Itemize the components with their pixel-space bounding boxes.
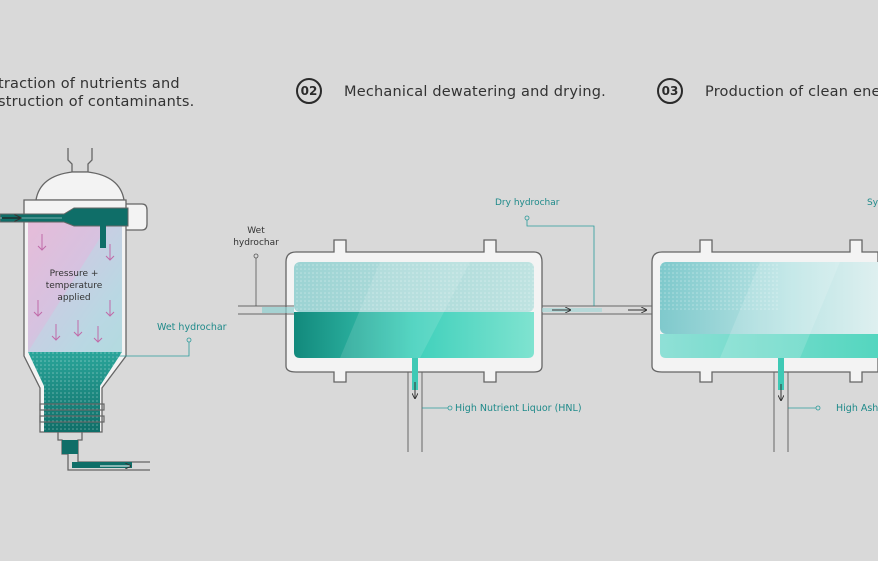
dry-hydrochar-label: Dry hydrochar: [495, 198, 560, 208]
reactor-inner-label: Pressure + temperature applied: [34, 268, 114, 304]
step-2-badge: 02: [296, 78, 322, 104]
hnl-label: High Nutrient Liquor (HNL): [455, 403, 582, 414]
step-2-heading: Mechanical dewatering and drying.: [344, 84, 606, 100]
wet-hydrochar-input-line-2: hydrochar: [233, 238, 279, 248]
energy-unit: [651, 239, 878, 452]
wet-hydrochar-input-label: Wet hydrochar: [228, 225, 284, 249]
reactor-inner-line-1: Pressure +: [49, 269, 99, 279]
dewatering-unit: [238, 215, 660, 452]
reactor: [0, 148, 192, 471]
high-ash-label: High Ash: [836, 403, 878, 414]
step-3-heading: Production of clean energ: [705, 84, 878, 100]
step-1-heading: traction of nutrients and struction of c…: [0, 75, 194, 111]
step-1-line-2: struction of contaminants.: [0, 94, 195, 110]
wet-hydrochar-input-line-1: Wet: [247, 226, 265, 236]
reactor-inner-line-3: applied: [57, 293, 91, 303]
syngas-label-partial: Sy: [867, 198, 878, 208]
step-3-badge: 03: [657, 78, 683, 104]
wet-hydrochar-output-label: Wet hydrochar: [157, 322, 227, 333]
step-1-line-1: traction of nutrients and: [0, 76, 180, 92]
reactor-inner-line-2: temperature: [45, 281, 103, 291]
